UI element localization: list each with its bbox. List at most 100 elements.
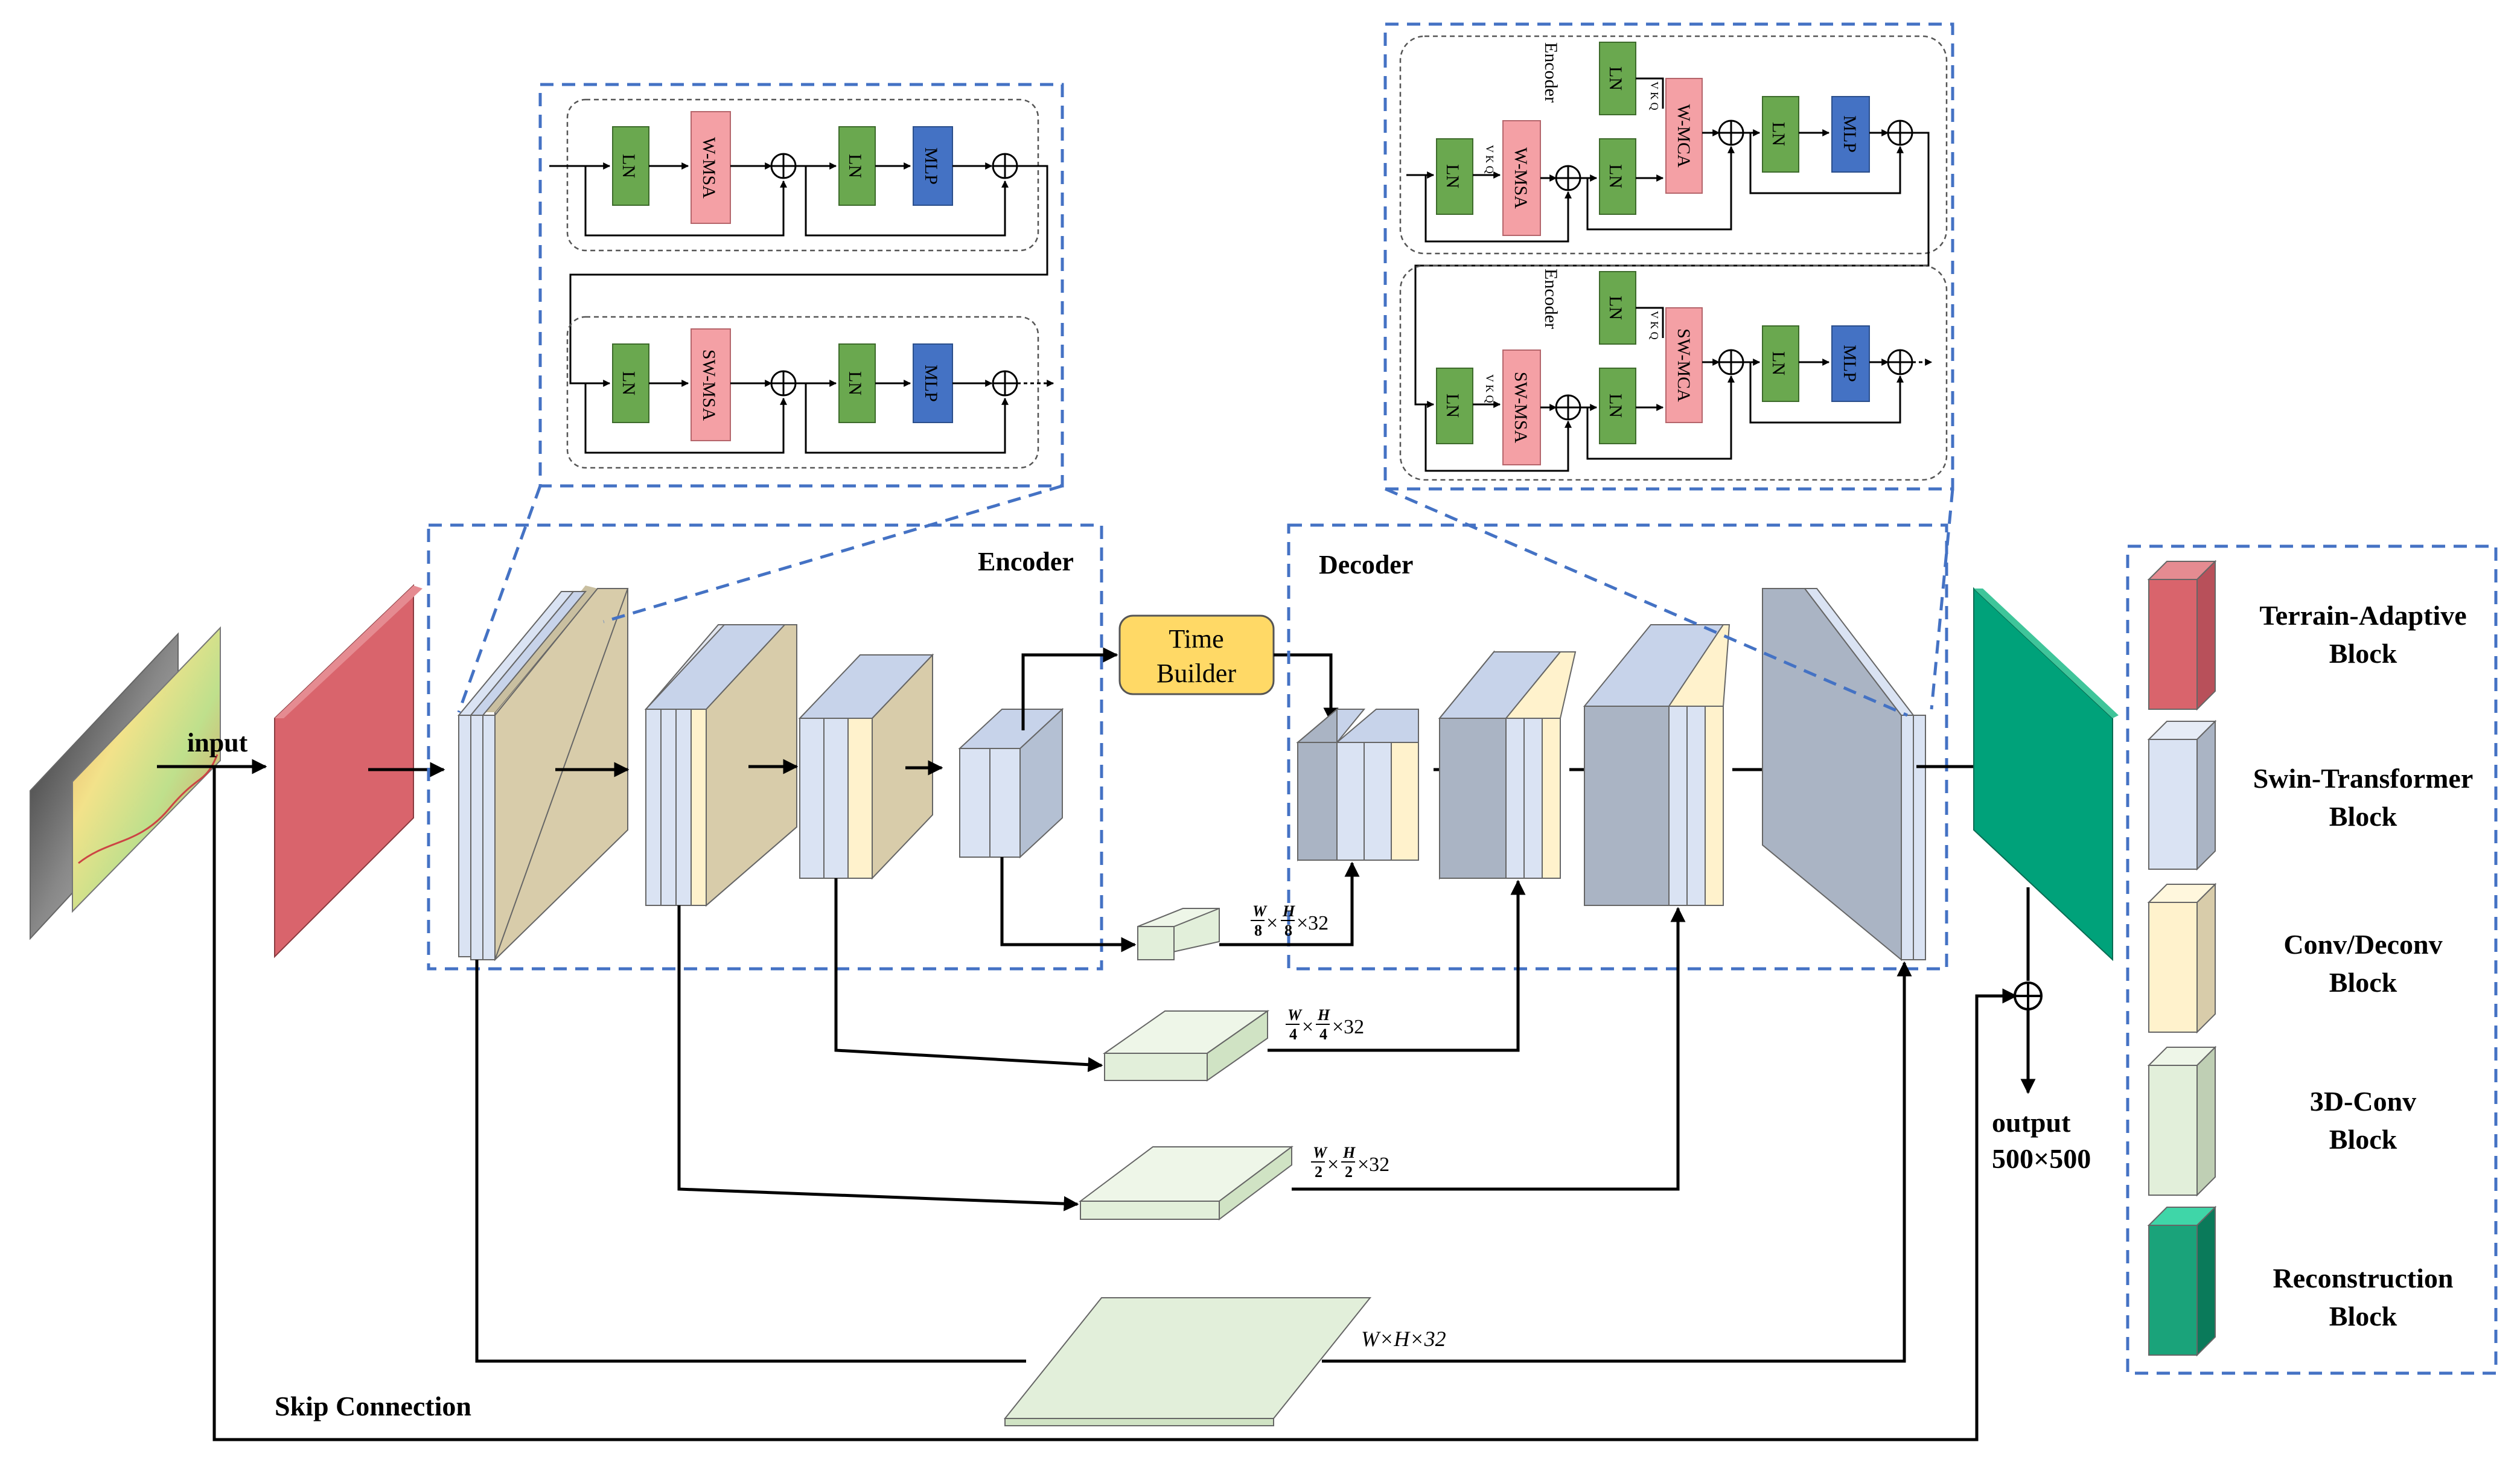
svg-text:LN: LN xyxy=(1606,394,1625,418)
svg-text:2: 2 xyxy=(1345,1163,1353,1181)
svg-text:W-MSA: W-MSA xyxy=(1511,147,1531,209)
svg-text:V K Q: V K Q xyxy=(1648,311,1660,340)
decoder-swin-block-2: Encoder LN V K Q SW-MCA LN V K Q SW-MSA … xyxy=(1399,264,1948,481)
svg-text:V K Q: V K Q xyxy=(1484,374,1496,403)
time-builder-label-2: Builder xyxy=(1156,659,1236,688)
decoder-zoom-line-left xyxy=(1385,487,1908,717)
svg-text:SW-MSA: SW-MSA xyxy=(1511,372,1531,444)
svg-text:W: W xyxy=(1252,902,1268,920)
svg-text:Block: Block xyxy=(2329,1124,2397,1155)
terrain-map-image xyxy=(72,626,221,913)
svg-text:V K Q: V K Q xyxy=(1484,145,1496,174)
legend-swatch-3dconv xyxy=(2148,1065,2198,1196)
svg-text:Block: Block xyxy=(2329,638,2397,669)
svg-text:H: H xyxy=(1342,1144,1356,1161)
encoder-detail-frame xyxy=(538,83,1064,488)
decoder-zoom-line-right xyxy=(1930,488,1954,710)
encoder-stage-1 xyxy=(457,585,629,962)
reconstruction-block xyxy=(1973,587,2119,962)
encoder-label: Encoder xyxy=(978,547,1074,576)
encoder-zoom-line-right xyxy=(603,484,1063,624)
skip-connection-label: Skip Connection xyxy=(275,1391,471,1421)
decoder-label: Decoder xyxy=(1319,550,1413,579)
svg-text:LN: LN xyxy=(1606,164,1625,188)
svg-text:4: 4 xyxy=(1289,1026,1297,1043)
encoder-stage-3 xyxy=(798,653,934,880)
plate-w8 xyxy=(1137,908,1220,961)
legend-swatch-recon xyxy=(2148,1225,2198,1356)
svg-text:LN: LN xyxy=(1769,351,1788,375)
svg-text:SW-MCA: SW-MCA xyxy=(1674,328,1694,402)
arrow-to-time-builder xyxy=(1021,647,1118,730)
svg-text:Terrain-Adaptive: Terrain-Adaptive xyxy=(2259,600,2466,631)
svg-text:Swin-Transformer: Swin-Transformer xyxy=(2253,763,2474,794)
encoder-stage-4 xyxy=(958,707,1064,859)
svg-text:2: 2 xyxy=(1315,1163,1322,1181)
map-river xyxy=(78,754,219,864)
svg-text:3D-Conv: 3D-Conv xyxy=(2310,1086,2416,1117)
decoder-frame xyxy=(1287,523,1948,971)
skip-w4-to-dec2 xyxy=(1268,879,1526,1052)
svg-text:V K Q: V K Q xyxy=(1648,81,1660,110)
skip-enc1-to-full xyxy=(475,960,1026,1363)
svg-text:LN: LN xyxy=(845,154,865,178)
svg-text:LN: LN xyxy=(1769,122,1788,146)
terrain-adaptive-block xyxy=(274,584,423,959)
encoder-frame xyxy=(427,523,1103,971)
svg-text:Block: Block xyxy=(2329,967,2397,998)
decoder-detail-frame xyxy=(1383,22,1954,491)
svg-text:H: H xyxy=(1282,902,1295,920)
encoder-swin-block-1: LN W-MSA LN MLP xyxy=(549,98,1048,387)
svg-text:×: × xyxy=(1327,1153,1339,1176)
svg-text:×32: ×32 xyxy=(1332,1016,1364,1038)
encoder-zoom-line-left xyxy=(457,485,542,713)
decoder-stage-1 xyxy=(1296,707,1419,862)
svg-text:LN: LN xyxy=(1443,164,1463,188)
arrow-from-time-builder xyxy=(1274,653,1339,723)
svg-text:W-MCA: W-MCA xyxy=(1674,104,1694,168)
decoder-stage-2 xyxy=(1438,650,1577,880)
svg-text:W-MSA: W-MSA xyxy=(699,137,719,199)
legend-frame xyxy=(2126,544,2498,1375)
svg-text:Encoder: Encoder xyxy=(1541,42,1561,103)
svg-text:Conv/Deconv: Conv/Deconv xyxy=(2283,929,2442,960)
plate-w2 xyxy=(1079,1146,1293,1220)
legend-item-swin-transformer: Swin-Transformer Block xyxy=(2147,719,2474,871)
svg-text:H: H xyxy=(1317,1006,1330,1024)
encoder-stage-2 xyxy=(644,624,797,907)
dim-label-w2: W 2 × H 2 ×32 xyxy=(1311,1144,1389,1181)
svg-text:MLP: MLP xyxy=(921,365,941,402)
global-skip-connection xyxy=(212,767,2018,1441)
svg-text:Reconstruction: Reconstruction xyxy=(2273,1263,2454,1294)
svg-text:8: 8 xyxy=(1284,922,1292,939)
decoder-stage-4 xyxy=(1762,588,1926,962)
skip-w2-to-dec3 xyxy=(1292,907,1686,1191)
skip-enc3-to-w4 xyxy=(834,878,1103,1073)
skip-enc2-to-w2 xyxy=(677,905,1079,1211)
svg-text:MLP: MLP xyxy=(1840,115,1860,153)
svg-text:LN: LN xyxy=(1443,394,1463,418)
svg-text:×32: ×32 xyxy=(1357,1153,1389,1176)
dim-label-full: W×H×32 xyxy=(1361,1327,1446,1351)
skip-enc4-to-w8 xyxy=(1000,857,1137,952)
svg-text:×32: ×32 xyxy=(1297,912,1329,934)
plate-full xyxy=(1003,1297,1372,1426)
plate-w4 xyxy=(1102,1010,1270,1082)
legend-item-reconstruction: Reconstruction Block xyxy=(2147,1205,2454,1357)
svg-text:Block: Block xyxy=(2329,1301,2397,1332)
time-builder-label-1: Time xyxy=(1169,624,1223,654)
input-images xyxy=(30,626,221,940)
svg-text:LN: LN xyxy=(1606,66,1625,91)
svg-text:4: 4 xyxy=(1319,1026,1327,1043)
output-label-2: 500×500 xyxy=(1992,1143,2091,1174)
legend-swatch-conv xyxy=(2148,902,2198,1033)
input-label: input xyxy=(187,728,248,758)
skip-w8-to-dec1 xyxy=(1219,861,1360,946)
dim-label-w4: W 4 × H 4 ×32 xyxy=(1286,1006,1364,1043)
svg-text:LN: LN xyxy=(1606,296,1625,320)
svg-text:×: × xyxy=(1302,1016,1313,1038)
svg-text:LN: LN xyxy=(619,154,639,178)
encoder-swin-block-2: LN SW-MSA LN MLP xyxy=(566,316,1054,469)
svg-text:Block: Block xyxy=(2329,801,2397,832)
svg-text:LN: LN xyxy=(619,371,639,395)
